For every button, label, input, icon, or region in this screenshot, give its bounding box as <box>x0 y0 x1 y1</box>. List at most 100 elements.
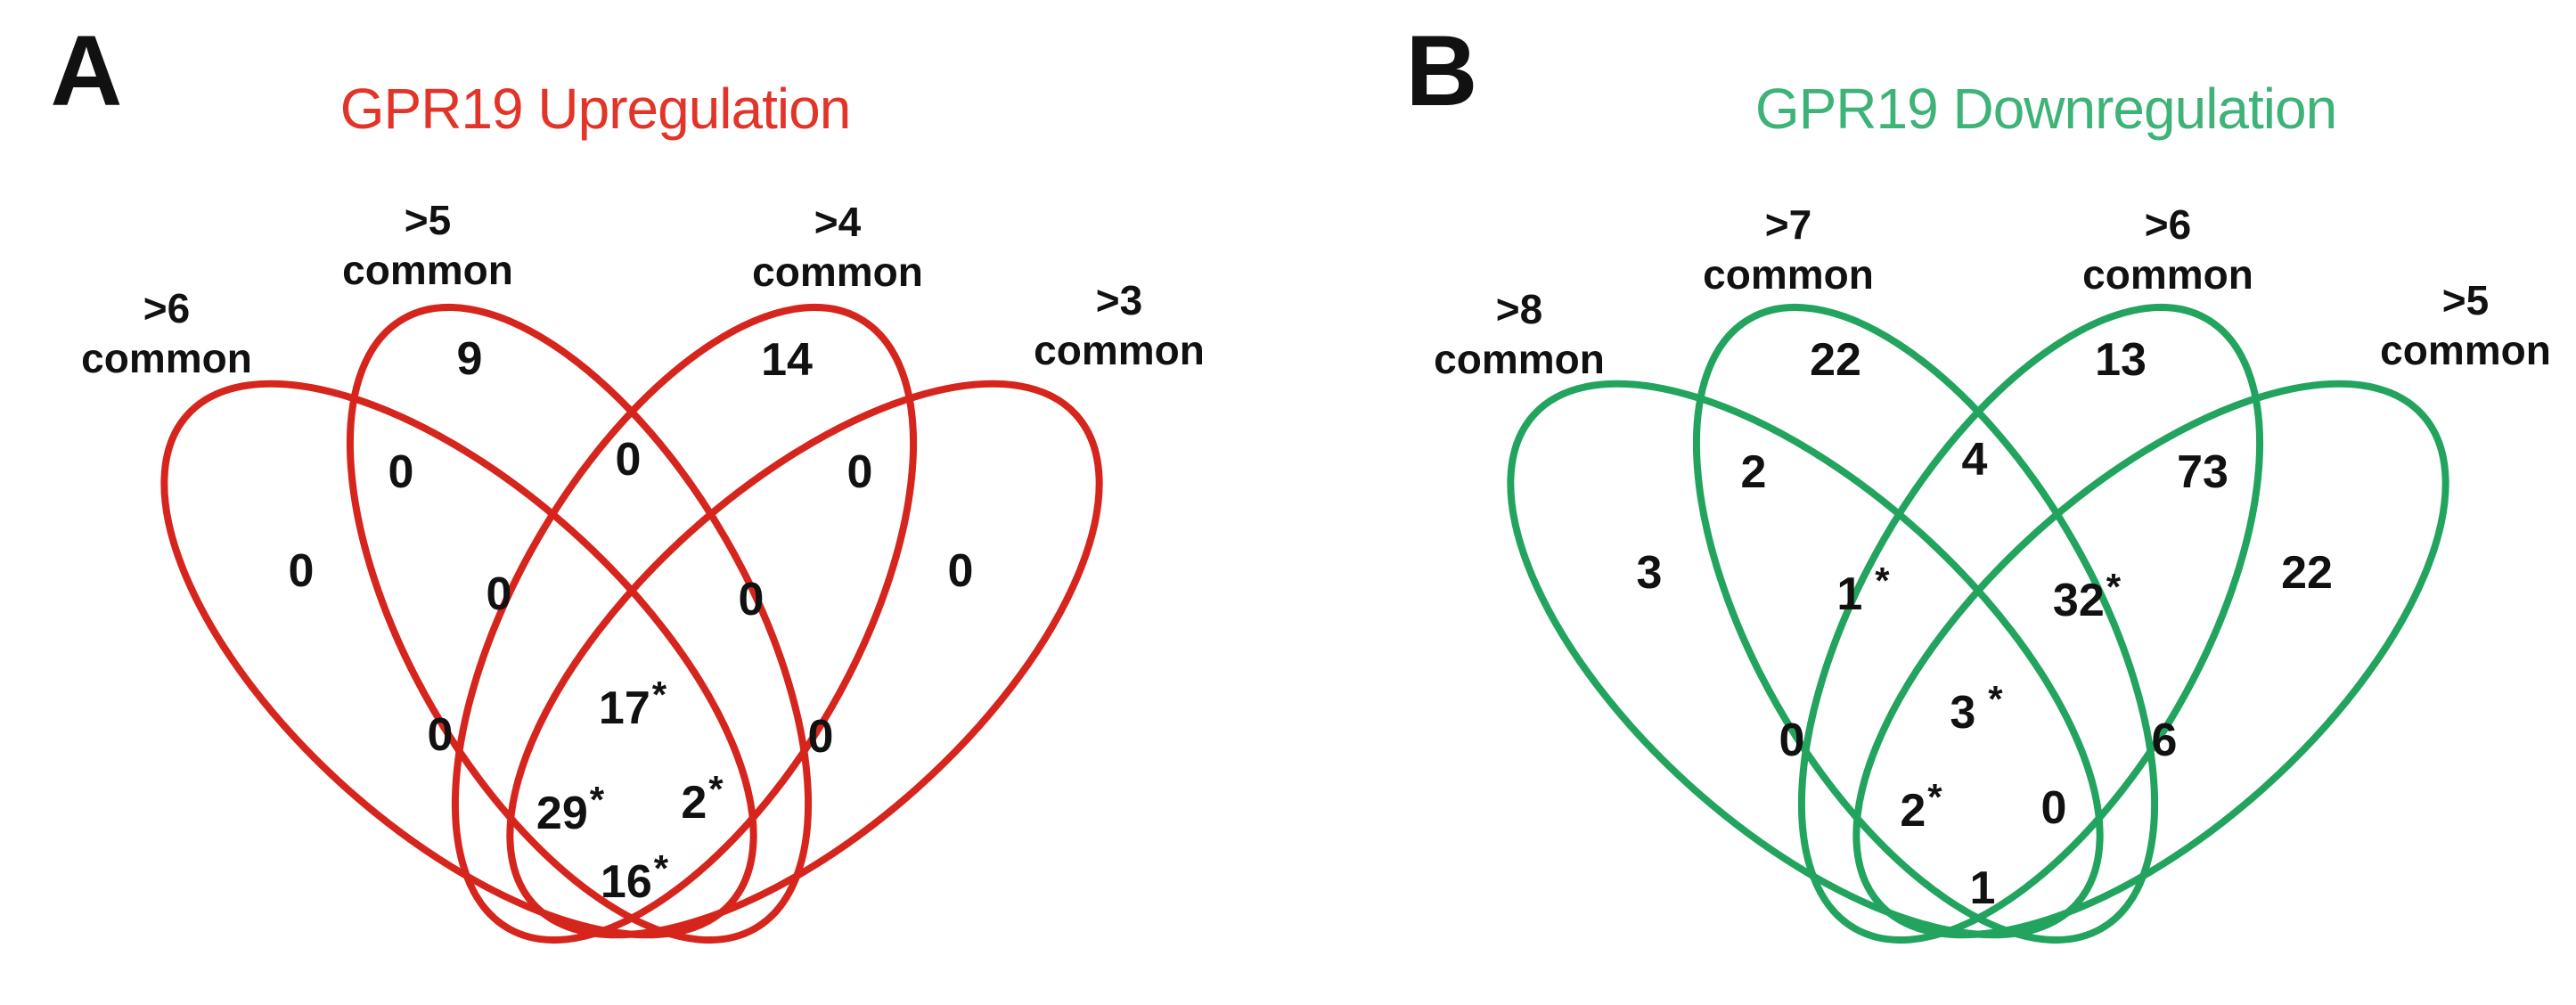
panel-b-ellipse-5-common <box>1852 380 2449 939</box>
panel-a-region-count-4-common--3-common: 0 <box>847 449 873 495</box>
region-count-value: 0 <box>288 545 315 597</box>
panel-b-region-count-7-common: 22 <box>1810 337 1861 383</box>
panel-a-region-count-6-common--5-common--4-common: 0 <box>487 571 512 617</box>
panel-a-region-count-4-common: 14 <box>761 337 813 383</box>
panel-a-region-count-6-common--4-common--3-common: 0 <box>808 714 834 760</box>
panel-b-region-count-8-common--7-common: 2 <box>1741 449 1767 495</box>
region-count-value: 6 <box>2151 715 2178 766</box>
region-count-value: 3 <box>1950 687 1976 739</box>
panel-a-region-count-6-common--5-common: 0 <box>388 449 414 495</box>
region-count-value: 1 <box>1836 568 1863 620</box>
significance-asterisk: * <box>651 674 667 715</box>
set-label-line: common <box>1034 327 1205 373</box>
region-count-value: 16 <box>600 856 652 908</box>
region-count-value: 2 <box>1900 785 1926 837</box>
set-label-line: common <box>342 247 513 293</box>
significance-asterisk: * <box>1988 678 2003 720</box>
panel-b-region-count-7-common--5-common: 0 <box>2041 785 2067 831</box>
set-label-line: common <box>1703 251 1874 298</box>
set-label-line: >3 <box>1095 277 1143 323</box>
panel-a-ellipse-6-common <box>160 380 757 939</box>
panel-a-region-count-6-common: 0 <box>289 548 315 594</box>
panel-b-title: GPR19 Downregulation <box>1754 77 2337 141</box>
panel-a-region-count-5-common: 9 <box>457 336 483 382</box>
panel-b-region-count-6-common--5-common: 73 <box>2177 449 2228 495</box>
region-count-value: 0 <box>947 545 974 597</box>
region-count-value: 14 <box>761 334 813 386</box>
panel-a-region-count-3-common: 0 <box>948 548 974 594</box>
set-label-line: >5 <box>2441 277 2490 323</box>
panel-b-ellipse-7-common <box>1692 303 2159 944</box>
set-label-line: common <box>752 249 923 295</box>
panel-b-ellipse-6-common <box>1797 303 2264 944</box>
panel-b-region-count-7-common--6-common--5-common: 32* <box>2052 568 2121 626</box>
panel-b-region-count-8-common--7-common--6-common--5-common: 3* <box>1950 681 2002 739</box>
significance-asterisk: * <box>2106 566 2122 608</box>
set-label-line: >6 <box>2144 201 2192 248</box>
region-count-value: 0 <box>486 568 512 620</box>
region-count-value: 29 <box>536 788 588 839</box>
significance-asterisk: * <box>1875 560 1890 601</box>
panel-b-region-count-8-common--6-common--5-common: 6 <box>2152 717 2178 764</box>
region-count-value: 9 <box>456 333 483 385</box>
significance-asterisk: * <box>1927 776 1942 818</box>
region-count-value: 0 <box>388 446 414 498</box>
panel-b-region-count-8-common--5-common: 1 <box>1970 865 1996 911</box>
panel-a-region-count-6-common--5-common--4-common--3-common: 17* <box>598 676 666 734</box>
region-count-value: 0 <box>807 711 834 763</box>
significance-asterisk: * <box>708 768 724 810</box>
panel-b-region-count-7-common--6-common: 4 <box>1962 437 1988 483</box>
panel-b-region-count-8-common: 3 <box>1637 550 1663 596</box>
set-label-line: >4 <box>814 199 862 245</box>
set-label-line: common <box>1434 336 1605 382</box>
region-count-value: 4 <box>1961 434 1988 486</box>
panel-a-region-count-5-common--4-common--3-common: 0 <box>739 576 765 623</box>
panel-b-letter: B <box>1405 15 1478 127</box>
panel-b-region-count-8-common--7-common--5-common: 0 <box>1779 717 1805 764</box>
region-count-value: 73 <box>2177 446 2228 498</box>
region-count-value: 32 <box>2052 575 2105 626</box>
region-count-value: 1 <box>1969 862 1996 914</box>
region-count-value: 0 <box>427 709 454 761</box>
region-count-value: 3 <box>1636 547 1663 599</box>
region-count-value: 0 <box>615 434 642 486</box>
set-label-line: >5 <box>404 197 452 243</box>
panel-b-region-count-8-common--6-common: 2* <box>1900 779 1942 837</box>
region-count-value: 2 <box>681 777 707 829</box>
region-count-value: 0 <box>738 574 765 625</box>
region-count-value: 0 <box>2040 782 2067 834</box>
region-count-value: 0 <box>846 446 873 498</box>
panel-b-ellipse-8-common <box>1507 380 2104 939</box>
panel-b-region-count-5-common: 22 <box>2281 550 2333 596</box>
region-count-value: 0 <box>1779 715 1805 766</box>
set-label-line: common <box>2082 251 2253 298</box>
panel-a-region-count-6-common--3-common: 16* <box>600 850 668 908</box>
region-count-value: 13 <box>2095 334 2147 386</box>
panel-a-ellipse-3-common <box>506 380 1103 939</box>
panel-a-ellipse-5-common <box>346 303 813 944</box>
panel-a-region-count-5-common--3-common: 2* <box>681 771 723 829</box>
panel-a-ellipse-4-common <box>451 303 918 944</box>
region-count-value: 22 <box>1810 334 1861 386</box>
region-count-value: 2 <box>1740 446 1767 498</box>
panel-a-letter: A <box>50 15 123 127</box>
significance-asterisk: * <box>589 779 605 821</box>
region-count-value: 22 <box>2281 547 2333 599</box>
set-label-line: >7 <box>1764 201 1812 248</box>
significance-asterisk: * <box>653 847 669 889</box>
panel-a-region-count-6-common--5-common--3-common: 0 <box>428 712 454 758</box>
panel-a-region-count-5-common--4-common: 0 <box>616 437 642 483</box>
set-label-line: common <box>81 335 252 381</box>
region-count-value: 17 <box>598 682 650 734</box>
set-label-line: >6 <box>143 285 191 331</box>
